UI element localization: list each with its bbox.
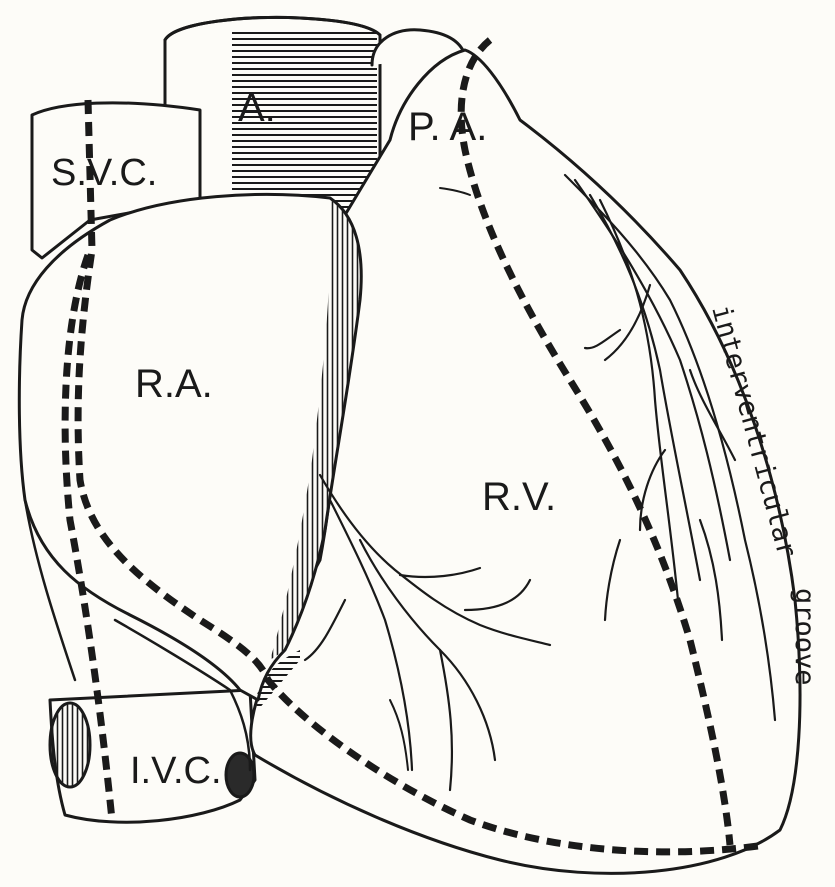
label-groove: groove: [789, 588, 820, 686]
label-aorta: A.: [238, 86, 276, 130]
label-svc: S.V.C.: [51, 152, 157, 194]
ivc-opening-left: [50, 703, 90, 787]
label-ra: R.A.: [135, 362, 213, 406]
label-ivc: I.V.C.: [130, 750, 222, 792]
label-pa: P. A.: [408, 105, 487, 149]
label-rv: R.V.: [482, 475, 556, 519]
